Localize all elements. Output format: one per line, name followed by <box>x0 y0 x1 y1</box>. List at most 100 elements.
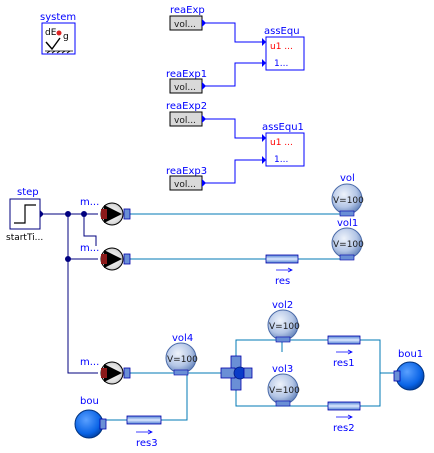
reaExp3-label: reaExp3 <box>166 166 207 177</box>
junction-dot-icon <box>65 256 71 262</box>
ground-hatch-icon <box>45 50 73 54</box>
pump-arrow-icon <box>104 364 122 382</box>
pump-arrow-icon <box>104 205 122 223</box>
assEqu-in2-text: 1... <box>274 59 288 69</box>
resistance-res2[interactable]: res2 <box>327 401 361 434</box>
volume-vol[interactable]: vol V=100 <box>331 173 364 217</box>
reaExp2-value: vol... <box>174 116 196 126</box>
pump-block[interactable]: m... <box>80 243 131 271</box>
volume-vol4[interactable]: vol4 V=100 <box>165 333 198 376</box>
assEqu-label: assEqu <box>264 26 300 37</box>
wire-reaExp2-assEqu1 <box>202 118 264 139</box>
volume-vol1[interactable]: vol1 V=100 <box>331 218 364 261</box>
reaExp-output-icon <box>202 19 206 27</box>
resistance-res[interactable]: res <box>265 254 299 287</box>
system-block[interactable]: system dE g <box>40 12 76 55</box>
step-label: step <box>17 187 39 198</box>
wire-reaExp-assEqu <box>202 22 264 43</box>
vol4-label: vol4 <box>172 333 193 344</box>
vol1-port-icon <box>339 254 355 261</box>
vol-value: V=100 <box>333 196 364 206</box>
pump-motor-icon <box>101 254 107 264</box>
wire-res-merge <box>360 339 381 407</box>
wire-step-pump2 <box>67 259 98 374</box>
assert-equal-block[interactable]: assEqu u1 ... 1... <box>262 26 305 71</box>
vol2-label: vol2 <box>272 300 293 311</box>
vol3-label: vol3 <box>272 364 293 375</box>
res-label: res <box>275 276 290 287</box>
reaExp3-value: vol... <box>174 180 196 190</box>
res2-flow-arrow-icon <box>336 414 353 420</box>
assEqu-input2-icon <box>262 59 266 67</box>
res1-label: res1 <box>333 358 355 369</box>
res2-label: res2 <box>333 423 355 434</box>
real-expression-block[interactable]: reaExp1 vol... <box>166 69 207 94</box>
assEqu1-input1-icon <box>262 134 266 142</box>
bou1-port-icon <box>393 370 401 382</box>
pump-port-icon <box>123 253 131 265</box>
junction-dot-icon <box>65 211 71 217</box>
assEqu1-input2-icon <box>262 156 266 164</box>
wire-step-pump-aux <box>83 214 97 246</box>
step-output-icon <box>40 210 44 218</box>
vol3-port-icon <box>275 400 291 407</box>
vol1-value: V=100 <box>333 240 364 250</box>
boundary-bou1[interactable]: bou1 <box>393 349 425 391</box>
res3-label: res3 <box>136 438 158 449</box>
assEqu-in1-text: u1 ... <box>270 42 293 52</box>
pump-port-icon <box>123 208 131 220</box>
reaExp1-value: vol... <box>174 83 196 93</box>
splitter-block[interactable] <box>220 355 253 391</box>
assEqu1-in2-text: 1... <box>274 155 288 165</box>
bou1-label: bou1 <box>398 349 423 360</box>
reaExp1-output-icon <box>202 82 206 90</box>
bou-label: bou <box>80 396 99 407</box>
step-block[interactable]: step startTi... <box>6 187 44 243</box>
pump-port-icon <box>123 367 131 379</box>
vol3-value: V=100 <box>269 386 300 396</box>
wire-reaExp1-assEqu <box>202 62 264 87</box>
volume-vol2[interactable]: vol2 V=100 <box>267 300 300 343</box>
assEqu1-in1-text: u1 ... <box>270 138 293 148</box>
wire-vol4-res3 <box>161 372 188 421</box>
vol-label: vol <box>340 173 355 184</box>
pump-arrow-icon <box>104 250 122 268</box>
system-dot-icon <box>56 30 62 36</box>
vol2-value: V=100 <box>269 322 300 332</box>
pump-motor-icon <box>101 368 107 378</box>
real-expression-block[interactable]: reaExp vol... <box>169 5 206 31</box>
vol4-port-icon <box>173 369 189 376</box>
resistance-res3[interactable]: res3 <box>126 415 162 449</box>
reaExp1-label: reaExp1 <box>166 69 207 80</box>
system-icon-g: g <box>63 32 69 42</box>
boundary-bou[interactable]: bou <box>74 396 107 439</box>
real-expression-block[interactable]: reaExp3 vol... <box>166 166 207 191</box>
assert-equal-block[interactable]: assEqu1 u1 ... 1... <box>262 122 305 167</box>
real-expression-block[interactable]: reaExp2 vol... <box>166 101 207 127</box>
bou-port-icon <box>99 418 107 430</box>
reaExp-value: vol... <box>174 20 196 30</box>
assEqu1-label: assEqu1 <box>262 122 304 133</box>
step-curve-icon <box>14 204 36 224</box>
assEqu-input1-icon <box>262 38 266 46</box>
pump-label: m... <box>80 243 99 254</box>
step-param-text: startTi... <box>6 233 43 243</box>
pump-block[interactable]: m... <box>80 357 131 385</box>
reaExp2-output-icon <box>202 115 206 123</box>
vol1-label: vol1 <box>337 218 358 229</box>
reaExp3-output-icon <box>202 179 206 187</box>
pump-block[interactable]: m... <box>80 197 131 226</box>
resistance-res1[interactable]: res1 <box>327 335 361 369</box>
res1-flow-arrow-icon <box>336 349 353 355</box>
vol-port-icon <box>339 210 355 217</box>
pump-label: m... <box>80 197 99 208</box>
vol2-port-icon <box>275 336 291 343</box>
system-label: system <box>40 12 76 23</box>
pump-motor-icon <box>101 209 107 219</box>
system-icon-text: dE <box>45 28 57 38</box>
volume-vol3[interactable]: vol3 V=100 <box>267 364 300 407</box>
reaExp-label: reaExp <box>170 5 205 16</box>
res3-flow-arrow-icon <box>136 429 153 435</box>
res-flow-arrow-icon <box>276 267 293 273</box>
